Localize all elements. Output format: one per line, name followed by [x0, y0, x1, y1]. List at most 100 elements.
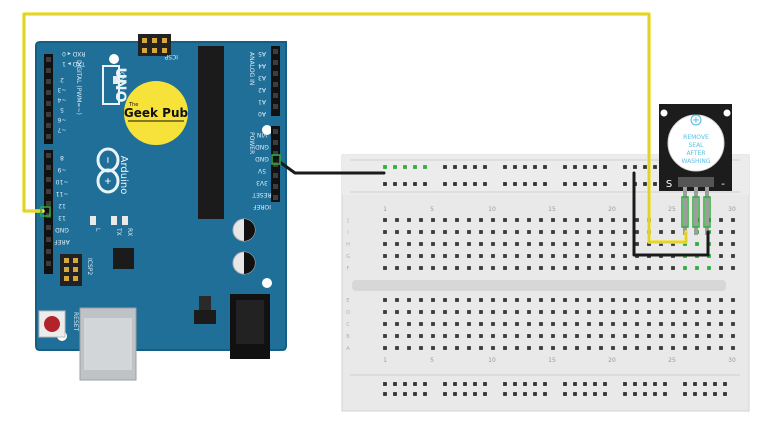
terminal-hole: [575, 298, 579, 302]
module-lead: [694, 187, 698, 235]
rail-hole: [393, 392, 397, 396]
reset-button[interactable]: [44, 316, 60, 332]
brand-text: Arduino: [118, 156, 129, 195]
terminal-hole: [731, 254, 735, 258]
rail-hole: [503, 382, 507, 386]
terminal-hole: [611, 266, 615, 270]
rail-hole: [693, 392, 697, 396]
terminal-hole: [707, 334, 711, 338]
logo-minus: −: [102, 156, 112, 164]
terminal-hole: [431, 298, 435, 302]
terminal-hole: [443, 310, 447, 314]
terminal-hole: [731, 218, 735, 222]
terminal-hole: [467, 346, 471, 350]
icsp2-pin: [73, 258, 78, 263]
analog-pins: [273, 49, 278, 109]
terminal-hole: [527, 266, 531, 270]
header-pin: [46, 134, 51, 139]
pin-label: ~3: [57, 86, 66, 93]
buzzer-module: + REMOVE SEAL AFTER WASHING S -: [659, 104, 732, 235]
terminal-hole: [407, 322, 411, 326]
terminal-hole: [503, 254, 507, 258]
rail-hole: [483, 382, 487, 386]
terminal-hole: [527, 322, 531, 326]
terminal-hole: [515, 310, 519, 314]
terminal-hole: [491, 230, 495, 234]
buzzer-label-line: REMOVE: [683, 134, 709, 141]
terminal-hole: [719, 266, 723, 270]
row-letter: H: [346, 242, 350, 248]
header-pin: [273, 93, 278, 98]
terminal-hole: [455, 334, 459, 338]
terminal-hole: [539, 298, 543, 302]
header-pin: [46, 261, 51, 266]
column-number: 30: [728, 206, 736, 213]
rail-hole: [443, 165, 447, 169]
terminal-hole: [383, 218, 387, 222]
header-pin: [46, 237, 51, 242]
terminal-hole: [587, 242, 591, 246]
rail-hole: [463, 182, 467, 186]
column-number: 5: [430, 206, 434, 213]
rail-hole: [723, 382, 727, 386]
terminal-hole: [539, 310, 543, 314]
terminal-hole: [527, 254, 531, 258]
rail-hole: [563, 392, 567, 396]
terminal-hole: [551, 322, 555, 326]
pin-s-label: S: [666, 179, 672, 190]
terminal-hole: [623, 346, 627, 350]
rail-hole: [653, 382, 657, 386]
terminal-hole: [551, 242, 555, 246]
header-pin: [273, 195, 278, 200]
terminal-hole: [635, 346, 639, 350]
rail-hole: [623, 165, 627, 169]
rail-hole: [443, 392, 447, 396]
terminal-hole: [659, 310, 663, 314]
terminal-hole: [551, 334, 555, 338]
terminal-hole: [623, 266, 627, 270]
terminal-hole: [455, 230, 459, 234]
terminal-hole: [551, 230, 555, 234]
terminal-hole: [443, 346, 447, 350]
terminal-hole: [395, 242, 399, 246]
terminal-hole: [383, 322, 387, 326]
rail-hole: [523, 165, 527, 169]
terminal-hole: [587, 218, 591, 222]
header-pin: [46, 57, 51, 62]
terminal-hole: [395, 334, 399, 338]
terminal-hole: [635, 230, 639, 234]
terminal-hole: [659, 266, 663, 270]
terminal-hole: [731, 298, 735, 302]
terminal-hole: [395, 322, 399, 326]
terminal-hole: [503, 298, 507, 302]
terminal-hole: [431, 230, 435, 234]
terminal-hole: [383, 230, 387, 234]
terminal-hole: [467, 266, 471, 270]
digital-pins-top: [46, 57, 51, 139]
rail-hole: [573, 392, 577, 396]
terminal-hole: [731, 266, 735, 270]
terminal-hole: [587, 230, 591, 234]
terminal-hole: [467, 242, 471, 246]
rail-hole: [623, 182, 627, 186]
terminal-hole: [431, 334, 435, 338]
terminal-hole: [479, 334, 483, 338]
header-pin: [46, 68, 51, 73]
terminal-hole: [491, 242, 495, 246]
terminal-hole: [659, 346, 663, 350]
pin-label: 8: [60, 154, 64, 161]
terminal-hole: [575, 242, 579, 246]
row-letter: J: [346, 218, 348, 224]
column-number: 25: [668, 206, 676, 213]
mounting-hole: [109, 54, 119, 64]
terminal-hole: [383, 266, 387, 270]
digital-pins-bottom: [46, 153, 51, 266]
pin-label: RESET: [252, 191, 272, 198]
terminal-hole: [407, 230, 411, 234]
logo-text: Geek Pub: [124, 106, 189, 120]
terminal-hole: [455, 322, 459, 326]
column-number: 1: [383, 357, 387, 364]
terminal-hole: [563, 298, 567, 302]
rail-hole: [653, 182, 657, 186]
terminal-hole: [491, 310, 495, 314]
